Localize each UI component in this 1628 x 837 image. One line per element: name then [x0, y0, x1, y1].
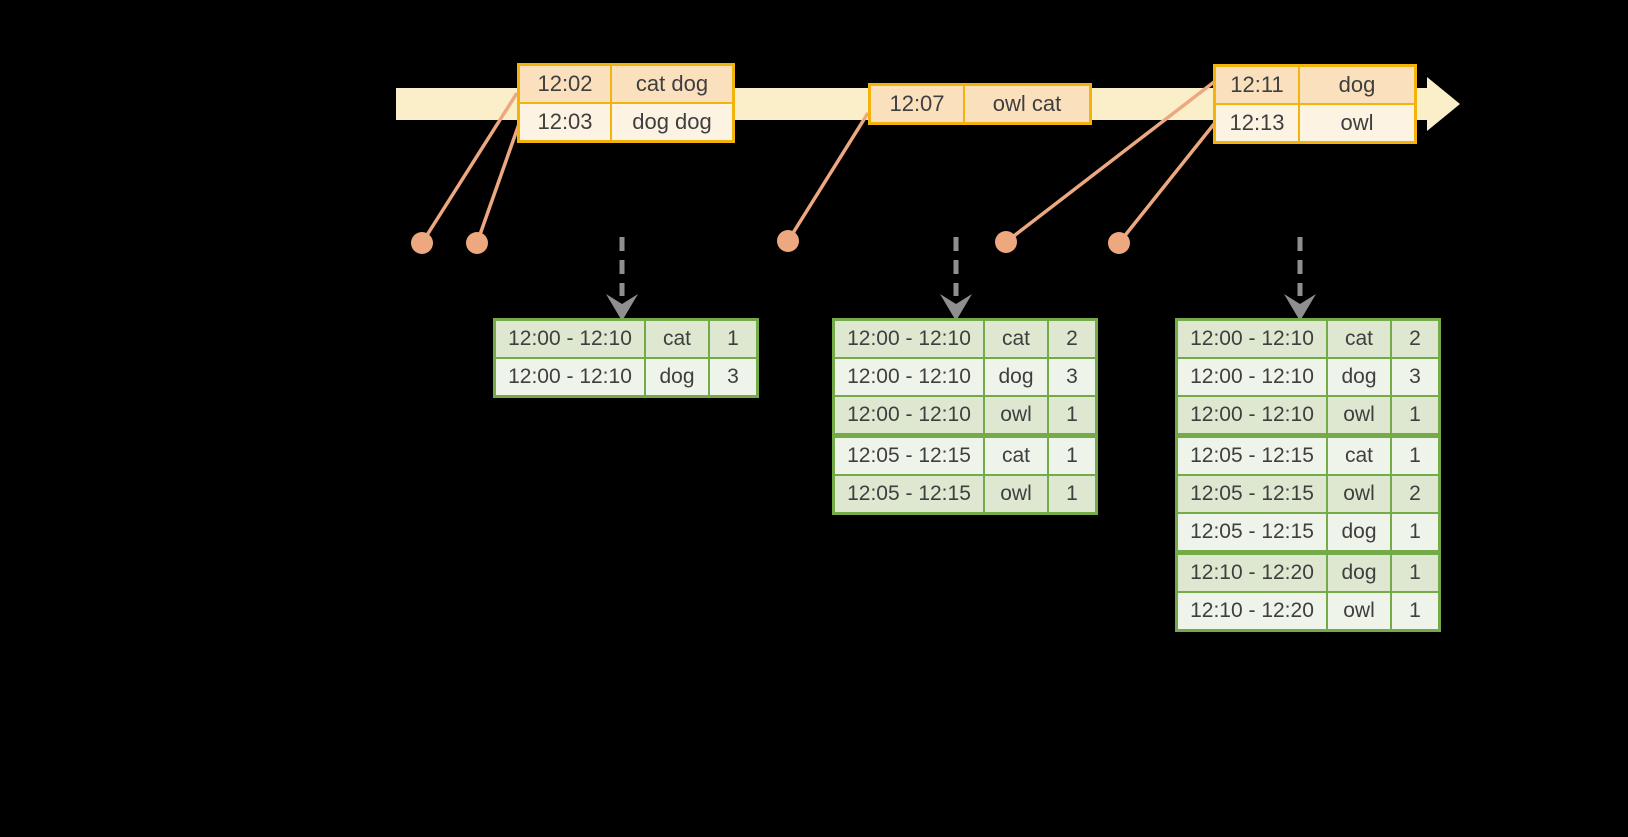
word-cell: cat — [1326, 318, 1392, 359]
connector-line — [420, 92, 519, 244]
event-time-cell: 12:03 — [517, 102, 612, 143]
count-cell: 2 — [1047, 318, 1098, 359]
trigger-arrow-icon — [606, 237, 638, 321]
event-dot — [411, 232, 433, 254]
window-cell: 12:00 - 12:10 — [493, 318, 646, 359]
count-cell: 1 — [1047, 474, 1098, 515]
event-time-cell: 12:11 — [1213, 64, 1300, 105]
event-words-cell: owl — [1298, 103, 1417, 144]
connector-line — [1004, 80, 1216, 244]
word-cell: cat — [1326, 433, 1392, 476]
result-table-3: 12:00 - 12:10 cat 2 12:00 - 12:10 dog 3 … — [1175, 318, 1441, 632]
timeline-arrowhead-icon — [1427, 77, 1460, 131]
result-row: 12:10 - 12:20 owl 1 — [1175, 591, 1441, 632]
count-cell: 1 — [1390, 550, 1441, 593]
window-cell: 12:00 - 12:10 — [1175, 395, 1328, 437]
connector-line — [1117, 122, 1216, 245]
event-words-cell: dog dog — [610, 102, 735, 143]
count-cell: 2 — [1390, 474, 1441, 514]
word-cell: dog — [1326, 550, 1392, 593]
event-row: 12:13 owl — [1213, 103, 1417, 144]
word-cell: owl — [1326, 395, 1392, 437]
event-table-2: 12:07 owl cat — [868, 83, 1092, 125]
event-words-cell: dog — [1298, 64, 1417, 105]
event-dot — [777, 230, 799, 252]
event-row: 12:02 cat dog — [517, 63, 735, 104]
event-row: 12:03 dog dog — [517, 102, 735, 143]
window-cell: 12:05 - 12:15 — [1175, 474, 1328, 514]
window-cell: 12:00 - 12:10 — [832, 318, 985, 359]
event-table-1: 12:02 cat dog 12:03 dog dog — [517, 63, 735, 143]
event-words-cell: cat dog — [610, 63, 735, 104]
window-cell: 12:10 - 12:20 — [1175, 591, 1328, 632]
word-cell: owl — [983, 474, 1049, 515]
event-time-cell: 12:13 — [1213, 103, 1300, 144]
event-dot — [466, 232, 488, 254]
window-cell: 12:10 - 12:20 — [1175, 550, 1328, 593]
result-row: 12:05 - 12:15 cat 1 — [832, 433, 1098, 476]
event-dot — [995, 231, 1017, 253]
result-row: 12:05 - 12:15 dog 1 — [1175, 512, 1441, 554]
count-cell: 3 — [708, 357, 759, 398]
word-cell: dog — [1326, 357, 1392, 397]
event-time-cell: 12:02 — [517, 63, 612, 104]
count-cell: 1 — [1390, 395, 1441, 437]
count-cell: 1 — [1047, 395, 1098, 437]
window-cell: 12:00 - 12:10 — [1175, 357, 1328, 397]
window-cell: 12:00 - 12:10 — [493, 357, 646, 398]
window-cell: 12:00 - 12:10 — [1175, 318, 1328, 359]
result-row: 12:05 - 12:15 owl 2 — [1175, 474, 1441, 514]
window-cell: 12:05 - 12:15 — [832, 474, 985, 515]
window-cell: 12:05 - 12:15 — [832, 433, 985, 476]
word-cell: cat — [983, 318, 1049, 359]
window-cell: 12:00 - 12:10 — [832, 395, 985, 437]
count-cell: 1 — [708, 318, 759, 359]
count-cell: 1 — [1390, 433, 1441, 476]
count-cell: 1 — [1047, 433, 1098, 476]
event-row: 12:11 dog — [1213, 64, 1417, 105]
trigger-arrow-icon — [1284, 237, 1316, 321]
result-row: 12:00 - 12:10 dog 3 — [832, 357, 1098, 397]
result-row: 12:00 - 12:10 cat 1 — [493, 318, 759, 359]
count-cell: 2 — [1390, 318, 1441, 359]
event-dot — [1108, 232, 1130, 254]
result-row: 12:00 - 12:10 owl 1 — [1175, 395, 1441, 437]
result-row: 12:05 - 12:15 cat 1 — [1175, 433, 1441, 476]
word-cell: dog — [983, 357, 1049, 397]
connector-line — [786, 112, 870, 242]
window-cell: 12:05 - 12:15 — [1175, 512, 1328, 554]
count-cell: 1 — [1390, 591, 1441, 632]
word-cell: owl — [983, 395, 1049, 437]
result-table-1: 12:00 - 12:10 cat 1 12:00 - 12:10 dog 3 — [493, 318, 759, 398]
event-row: 12:07 owl cat — [868, 83, 1092, 125]
connector-line — [475, 123, 521, 244]
word-cell: dog — [644, 357, 710, 398]
window-cell: 12:05 - 12:15 — [1175, 433, 1328, 476]
word-cell: owl — [1326, 474, 1392, 514]
count-cell: 1 — [1390, 512, 1441, 554]
count-cell: 3 — [1047, 357, 1098, 397]
result-row: 12:00 - 12:10 owl 1 — [832, 395, 1098, 437]
result-row: 12:00 - 12:10 cat 2 — [832, 318, 1098, 359]
result-row: 12:00 - 12:10 dog 3 — [1175, 357, 1441, 397]
result-row: 12:10 - 12:20 dog 1 — [1175, 550, 1441, 593]
trigger-arrow-icon — [940, 237, 972, 321]
word-cell: owl — [1326, 591, 1392, 632]
result-row: 12:00 - 12:10 cat 2 — [1175, 318, 1441, 359]
event-time-cell: 12:07 — [868, 83, 965, 125]
result-row: 12:05 - 12:15 owl 1 — [832, 474, 1098, 515]
word-cell: cat — [644, 318, 710, 359]
count-cell: 3 — [1390, 357, 1441, 397]
event-words-cell: owl cat — [963, 83, 1092, 125]
word-cell: dog — [1326, 512, 1392, 554]
result-table-2: 12:00 - 12:10 cat 2 12:00 - 12:10 dog 3 … — [832, 318, 1098, 515]
window-cell: 12:00 - 12:10 — [832, 357, 985, 397]
word-cell: cat — [983, 433, 1049, 476]
result-row: 12:00 - 12:10 dog 3 — [493, 357, 759, 398]
event-table-3: 12:11 dog 12:13 owl — [1213, 64, 1417, 144]
